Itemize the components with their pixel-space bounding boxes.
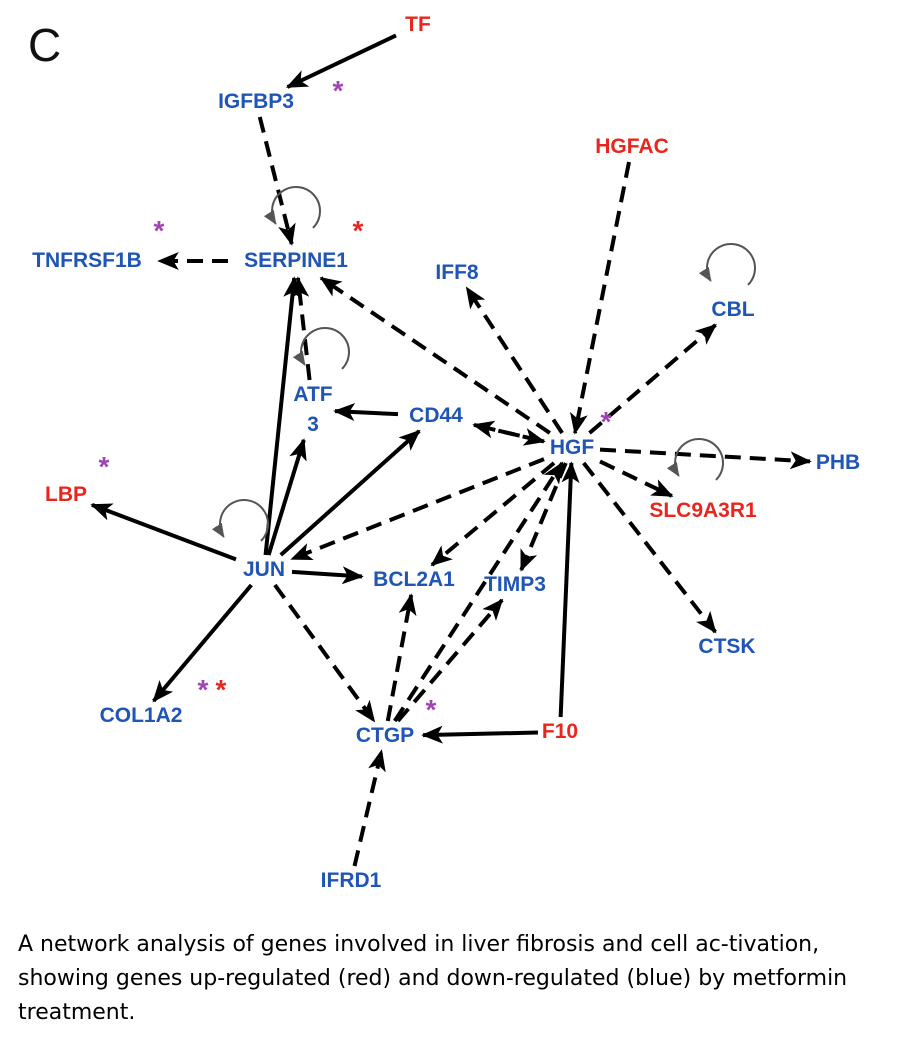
- gene-node-cd44: CD44: [409, 404, 463, 427]
- edge-jun-to-atf3: [266, 438, 307, 556]
- significance-star-serpine1: *: [352, 215, 364, 246]
- gene-node-cbl: CBL: [711, 298, 755, 321]
- edge-hgf-to-timp3: [519, 462, 568, 572]
- gene-node-bcl2a1: BCL2A1: [373, 568, 455, 591]
- edge-hgfac-to-hgf: [570, 161, 631, 435]
- self-loop-slc9a3r1: [666, 438, 724, 481]
- edge-jun-to-col1a2: [152, 583, 253, 703]
- significance-star-tnfrsf1b: *: [153, 215, 165, 246]
- edge-jun-to-serpine1: [263, 276, 302, 556]
- edge-ifrd1-to-ctgp: [352, 749, 386, 867]
- edge-jun-to-lbp: [90, 502, 237, 562]
- gene-node-tnfrsf1b: TNFRSF1B: [32, 249, 142, 272]
- edge-hgf-to-bcl2a1: [430, 461, 556, 567]
- edge-hgf-to-iff8: [465, 286, 564, 435]
- edge-hgf-to-cbl: [588, 323, 717, 435]
- gene-node-slc9a3r1: SLC9A3R1: [649, 499, 757, 522]
- self-loop-jun: [211, 499, 269, 542]
- gene-node-igfbp3: IGFBP3: [218, 90, 294, 113]
- self-loop-serpine1: [263, 186, 321, 229]
- gene-node-hgf: HGF: [549, 436, 595, 459]
- gene-node-phb: PHB: [815, 451, 861, 474]
- gene-node-ctsk: CTSK: [698, 635, 756, 658]
- self-loop-atf3: [292, 327, 350, 370]
- gene-node-atf3: ATF 3: [293, 383, 333, 436]
- edge-hgf-to-ctsk: [582, 461, 717, 634]
- edge-hgf-to-serpine1: [319, 276, 551, 435]
- edge-ctgp-to-timp3: [396, 598, 504, 723]
- gene-node-tf: TF: [405, 13, 431, 36]
- edge-ctgp-to-bcl2a1: [385, 593, 417, 722]
- gene-node-f10: F10: [541, 720, 579, 743]
- edge-f10-to-hgf: [558, 461, 580, 718]
- gene-node-iff8: IFF8: [435, 261, 479, 284]
- edge-cd44-to-hgf: [473, 422, 546, 446]
- significance-star-ctgp: *: [425, 694, 437, 725]
- edge-cd44-to-atf3: [333, 403, 399, 422]
- significance-star-lbp: *: [98, 451, 110, 482]
- gene-node-ctgp: CTGP: [355, 724, 415, 747]
- edge-jun-to-bcl2a1: [291, 566, 364, 585]
- gene-node-hgfac: HGFAC: [595, 135, 669, 158]
- edge-f10-to-ctgp: [421, 725, 539, 744]
- edge-igfbp3-to-serpine1: [257, 116, 296, 246]
- gene-node-timp3: TIMP3: [484, 573, 546, 596]
- significance-star-col1a2: *: [215, 674, 227, 705]
- gene-node-lbp: LBP: [45, 483, 87, 506]
- edge-tf-to-igfbp3: [285, 33, 397, 89]
- edge-hgf-to-phb: [599, 447, 812, 470]
- gene-node-ifrd1: IFRD1: [320, 869, 382, 892]
- edge-ctgp-to-hgf: [393, 461, 564, 723]
- gene-node-col1a2: COL1A2: [99, 704, 183, 727]
- significance-star-col1a2: *: [197, 674, 209, 705]
- gene-node-serpine1: SERPINE1: [244, 249, 348, 272]
- figure-caption: A network analysis of genes involved in …: [18, 932, 848, 1025]
- panel-label: C: [28, 19, 62, 71]
- significance-star-hgf: *: [600, 406, 612, 437]
- edge-jun-to-cd44: [279, 429, 421, 557]
- gene-node-jun: JUN: [242, 558, 286, 581]
- self-loop-cbl: [698, 243, 756, 286]
- significance-star-igfbp3: *: [332, 75, 344, 106]
- edge-jun-to-ctgp: [273, 583, 376, 723]
- edge-hgf-to-jun: [290, 457, 545, 561]
- network-edges: [90, 33, 812, 867]
- edge-hgf-to-slc9a3r1: [599, 459, 674, 498]
